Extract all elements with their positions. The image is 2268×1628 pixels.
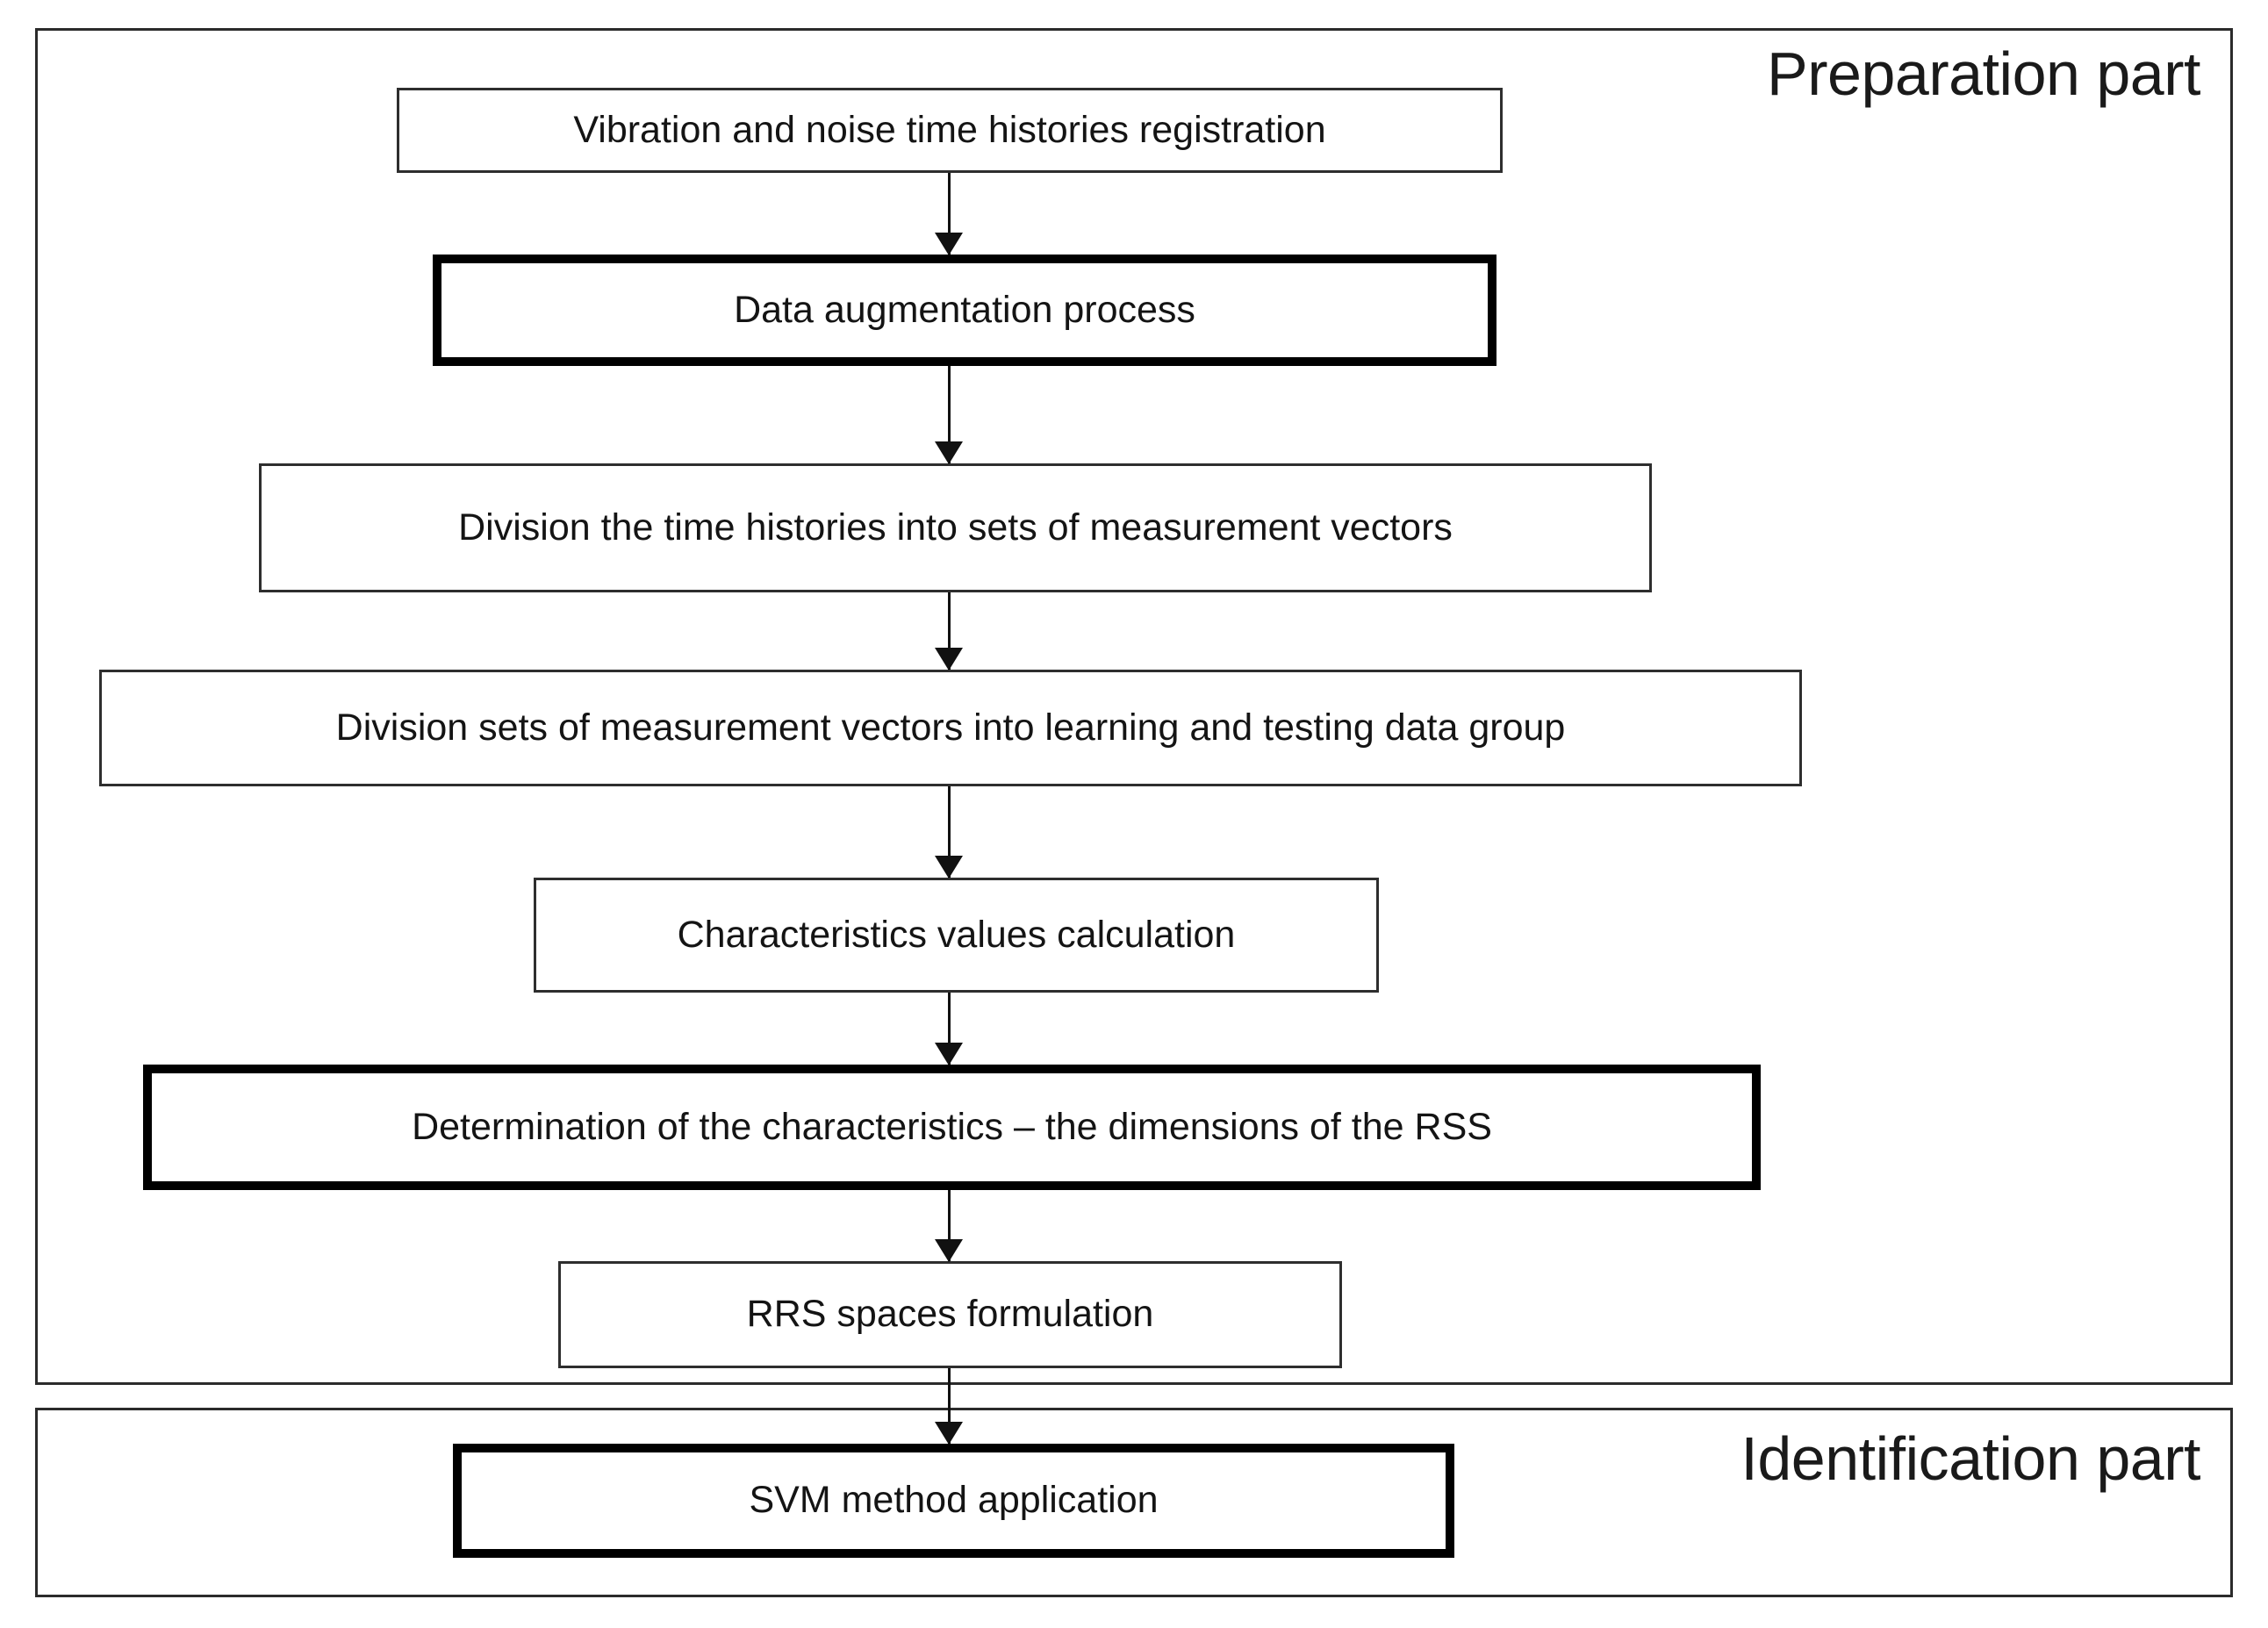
- process-node-label: Characteristics values calculation: [677, 913, 1236, 956]
- process-node-label: RRS spaces formulation: [746, 1293, 1154, 1336]
- process-node-division-sets-learning-testing[interactable]: Division sets of measurement vectors int…: [99, 670, 1802, 786]
- process-node-data-augmentation[interactable]: Data augmentation process: [433, 255, 1496, 366]
- arrowhead-icon: [935, 1043, 963, 1065]
- process-node-determination-characteristics[interactable]: Determination of the characteristics – t…: [143, 1065, 1761, 1190]
- process-node-label: Determination of the characteristics – t…: [412, 1105, 1492, 1148]
- arrowhead-icon: [935, 856, 963, 879]
- process-node-label: SVM method application: [749, 1479, 1159, 1522]
- arrowhead-icon: [935, 233, 963, 255]
- process-node-rrs-spaces-formulation[interactable]: RRS spaces formulation: [558, 1261, 1342, 1368]
- process-node-label: Division sets of measurement vectors int…: [335, 706, 1566, 749]
- process-node-label: Data augmentation process: [734, 288, 1195, 331]
- connector-shaft: [947, 786, 951, 878]
- arrowhead-icon: [935, 648, 963, 671]
- connector-shaft: [947, 1368, 951, 1444]
- arrowhead-icon: [935, 1422, 963, 1445]
- process-node-characteristics-values[interactable]: Characteristics values calculation: [534, 878, 1379, 993]
- process-node-label: Vibration and noise time histories regis…: [573, 108, 1326, 151]
- arrowhead-icon: [935, 441, 963, 464]
- process-node-label: Division the time histories into sets of…: [458, 506, 1453, 549]
- process-node-division-time-histories[interactable]: Division the time histories into sets of…: [259, 463, 1652, 592]
- section-title-identification: Identification part: [1740, 1424, 2200, 1493]
- process-node-svm-method-application[interactable]: SVM method application: [453, 1444, 1454, 1558]
- connector-shaft: [947, 173, 951, 255]
- section-title-preparation: Preparation part: [1767, 39, 2200, 108]
- connector-shaft: [947, 592, 951, 670]
- connector-shaft: [947, 993, 951, 1065]
- process-node-vibration-registration[interactable]: Vibration and noise time histories regis…: [397, 88, 1503, 173]
- connector-shaft: [947, 366, 951, 463]
- connector-shaft: [947, 1190, 951, 1261]
- arrowhead-icon: [935, 1239, 963, 1262]
